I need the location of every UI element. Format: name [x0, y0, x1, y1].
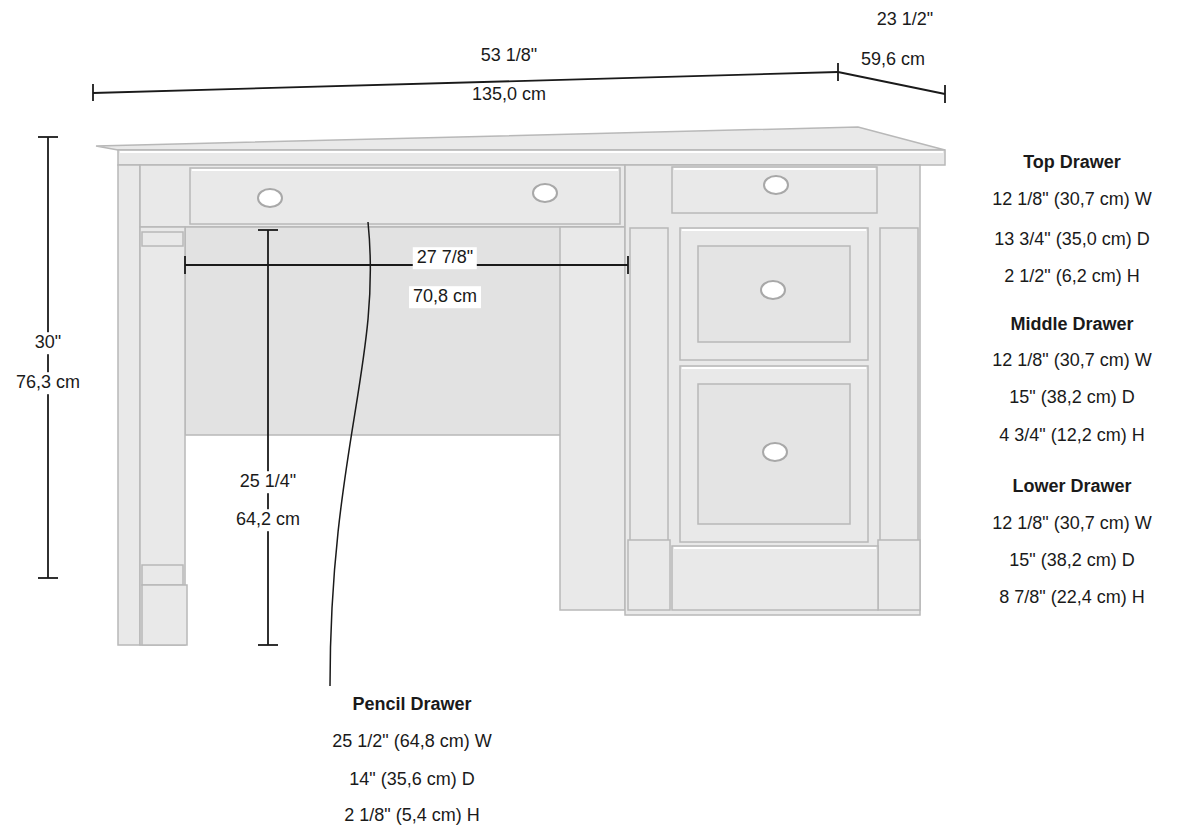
drawer-spec: 12 1/8" (30,7 cm) W — [988, 350, 1155, 372]
drawer-heading: Lower Drawer — [1008, 476, 1135, 498]
dimension-label: 27 7/8" — [413, 247, 477, 269]
drawer-spec: 15" (38,2 cm) D — [1005, 550, 1138, 572]
drawer-spec: 15" (38,2 cm) D — [1005, 387, 1138, 409]
left-column-base — [628, 540, 670, 610]
dimension-line — [267, 230, 269, 645]
drawer-heading: Middle Drawer — [1006, 314, 1137, 336]
right-column — [880, 228, 918, 548]
edge-highlight — [682, 229, 866, 231]
right-column-base — [878, 540, 920, 610]
pedestal-frame — [625, 165, 920, 615]
drawing-part — [96, 127, 945, 645]
desk-top-surface — [96, 127, 945, 150]
drawing-part — [38, 63, 945, 686]
middle-drawer-front — [680, 228, 868, 360]
dimension-label: 25 1/4" — [236, 471, 300, 493]
dimension-line — [93, 72, 838, 93]
ring-pull — [533, 184, 557, 202]
dimension-label: 23 1/2" — [873, 9, 937, 31]
drawer-spec: 25 1/2" (64,8 cm) W — [328, 731, 495, 753]
drawer-spec: 12 1/8" (30,7 cm) W — [988, 513, 1155, 535]
left-leg — [140, 227, 185, 645]
dimension-tick — [258, 644, 278, 646]
edge-highlight — [192, 169, 618, 171]
dimension-label: 53 1/8" — [477, 45, 541, 67]
dimension-tick — [258, 229, 278, 231]
dimension-line — [47, 137, 49, 578]
dimension-label: 59,6 cm — [857, 49, 929, 71]
dimension-label: 70,8 cm — [409, 286, 481, 308]
edge-highlight — [674, 168, 875, 170]
ring-pull — [761, 281, 785, 299]
left-leg-base — [142, 565, 183, 585]
dimension-tick — [92, 84, 94, 101]
drawing-part — [258, 176, 788, 461]
pedestal-side — [560, 227, 625, 610]
drawer-spec: 14" (35,6 cm) D — [345, 769, 478, 791]
dimension-tick — [944, 85, 946, 103]
desk-top-edge — [118, 150, 945, 165]
left-leg-foot — [142, 585, 187, 645]
dimension-line — [185, 264, 628, 266]
pencil-drawer-front — [190, 168, 620, 224]
apron — [140, 165, 625, 227]
left-side-panel — [118, 165, 140, 645]
ring-pull — [764, 176, 788, 194]
edge-highlight — [682, 367, 866, 369]
left-leg-capital — [142, 232, 183, 246]
dimension-label: 135,0 cm — [468, 84, 550, 106]
drawer-spec: 2 1/8" (5,4 cm) H — [340, 805, 483, 827]
top-drawer-front — [672, 167, 877, 213]
ring-pull — [763, 443, 787, 461]
drawing-part — [120, 152, 943, 548]
lower-drawer-front — [680, 366, 868, 542]
plinth — [672, 546, 878, 610]
drawer-spec: 12 1/8" (30,7 cm) W — [988, 189, 1155, 211]
dimension-tick — [38, 136, 58, 138]
middle-drawer-panel — [698, 246, 850, 342]
dimension-label: 76,3 cm — [12, 372, 84, 394]
drawer-heading: Top Drawer — [1019, 152, 1125, 174]
dimension-tick — [184, 256, 186, 274]
dimension-label: 30" — [31, 332, 65, 354]
edge-highlight — [120, 151, 943, 153]
leader-line — [330, 222, 370, 686]
dimension-tick — [627, 256, 629, 274]
dimension-label: 64,2 cm — [232, 509, 304, 531]
drawer-spec: 8 7/8" (22,4 cm) H — [995, 587, 1148, 609]
drawer-spec: 2 1/2" (6,2 cm) H — [1000, 266, 1143, 288]
left-column — [630, 228, 668, 548]
drawer-heading: Pencil Drawer — [348, 694, 475, 716]
lower-drawer-panel — [698, 384, 850, 524]
dimension-line — [838, 72, 945, 94]
dimension-tick — [38, 577, 58, 579]
drawer-spec: 13 3/4" (35,0 cm) D — [990, 229, 1153, 251]
modesty-panel — [185, 227, 625, 435]
edge-highlight — [674, 547, 876, 549]
ring-pull — [258, 189, 282, 207]
drawer-spec: 4 3/4" (12,2 cm) H — [995, 425, 1148, 447]
